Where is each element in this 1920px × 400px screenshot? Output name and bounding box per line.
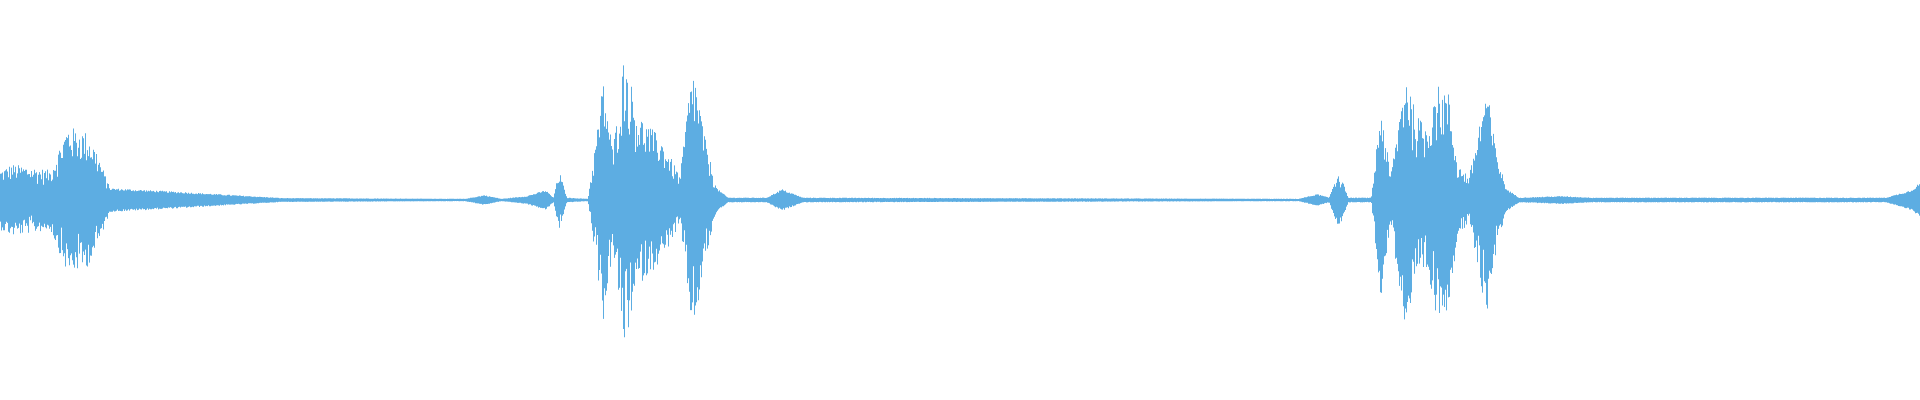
waveform — [0, 65, 1920, 338]
